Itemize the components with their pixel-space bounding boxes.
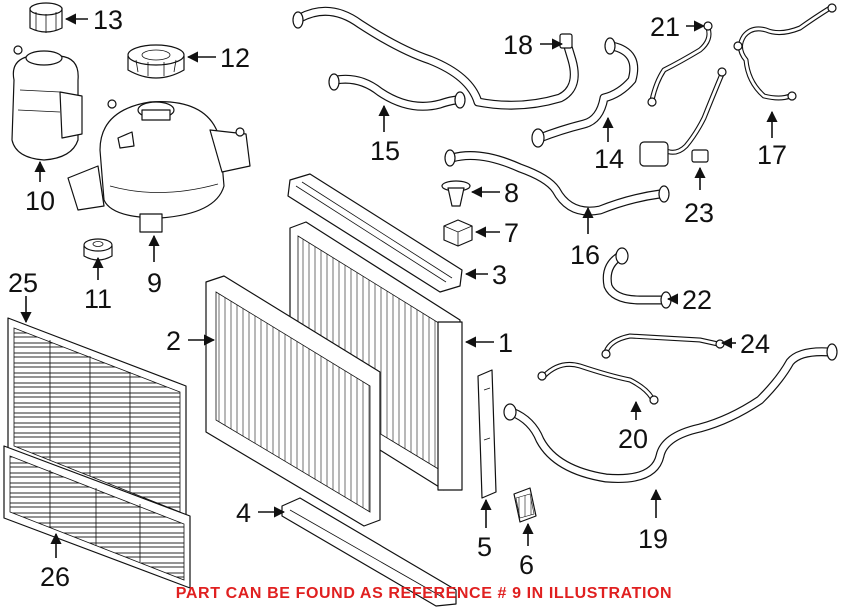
- part-3-support: [287, 173, 463, 293]
- part-19-hose: [503, 343, 838, 484]
- callout-8: 8: [504, 178, 519, 208]
- part-15-hose: [328, 73, 466, 111]
- leader-arrows: [20, 13, 778, 558]
- part-2-condenser: [205, 275, 381, 527]
- callout-5: 5: [477, 532, 492, 562]
- callout-6: 6: [519, 550, 534, 580]
- callout-11: 11: [84, 284, 112, 314]
- part-8-clip: [441, 180, 471, 207]
- part-17-pipe: [733, 3, 837, 101]
- part-11-grommet: [83, 238, 113, 261]
- callout-13: 13: [93, 5, 123, 35]
- callout-26: 26: [40, 562, 70, 592]
- callout-12: 12: [220, 43, 250, 73]
- part-14-hose: [531, 37, 639, 148]
- part-1-radiator: [289, 221, 463, 491]
- callout-9: 9: [147, 268, 162, 298]
- callout-19: 19: [638, 524, 668, 554]
- callout-25: 25: [8, 268, 38, 298]
- callout-21: 21: [650, 12, 680, 42]
- callout-10: 10: [25, 186, 55, 216]
- callout-2: 2: [166, 326, 181, 356]
- callout-23: 23: [684, 198, 714, 228]
- part-18-hose: [292, 6, 579, 110]
- callout-1: 1: [498, 328, 513, 358]
- part-12-cap: [127, 44, 185, 79]
- callout-3: 3: [492, 260, 507, 290]
- part-16-hose: [444, 149, 670, 216]
- callout-16: 16: [570, 240, 600, 270]
- callout-22: 22: [682, 285, 712, 315]
- part-10-expansion-tank: [11, 45, 83, 161]
- part-6-bracket: [513, 487, 537, 523]
- callout-18: 18: [503, 30, 533, 60]
- callout-17: 17: [757, 140, 787, 170]
- callout-7: 7: [504, 218, 519, 248]
- part-24-pipe: [601, 333, 725, 359]
- part-26-air-duct: [3, 445, 191, 589]
- part-23-pipe: [639, 67, 727, 167]
- part-9-coolant-reservoir: [67, 99, 251, 233]
- callout-numbers: 13 12 10 9 11 15 18 14 21 17 23 8 7 16 3…: [8, 5, 787, 592]
- part-22-hose: [602, 247, 672, 309]
- part-7-bracket: [443, 219, 473, 247]
- callout-20: 20: [618, 424, 648, 454]
- part-20-pipe: [537, 361, 659, 405]
- callout-4: 4: [236, 498, 251, 528]
- part-5-bracket: [477, 369, 497, 499]
- callout-14: 14: [594, 144, 624, 174]
- callout-24: 24: [740, 329, 770, 359]
- callout-15: 15: [370, 136, 400, 166]
- reference-caption: PART CAN BE FOUND AS REFERENCE # 9 IN IL…: [176, 585, 672, 602]
- part-21-pipe: [647, 21, 713, 107]
- part-13-cap: [29, 2, 63, 33]
